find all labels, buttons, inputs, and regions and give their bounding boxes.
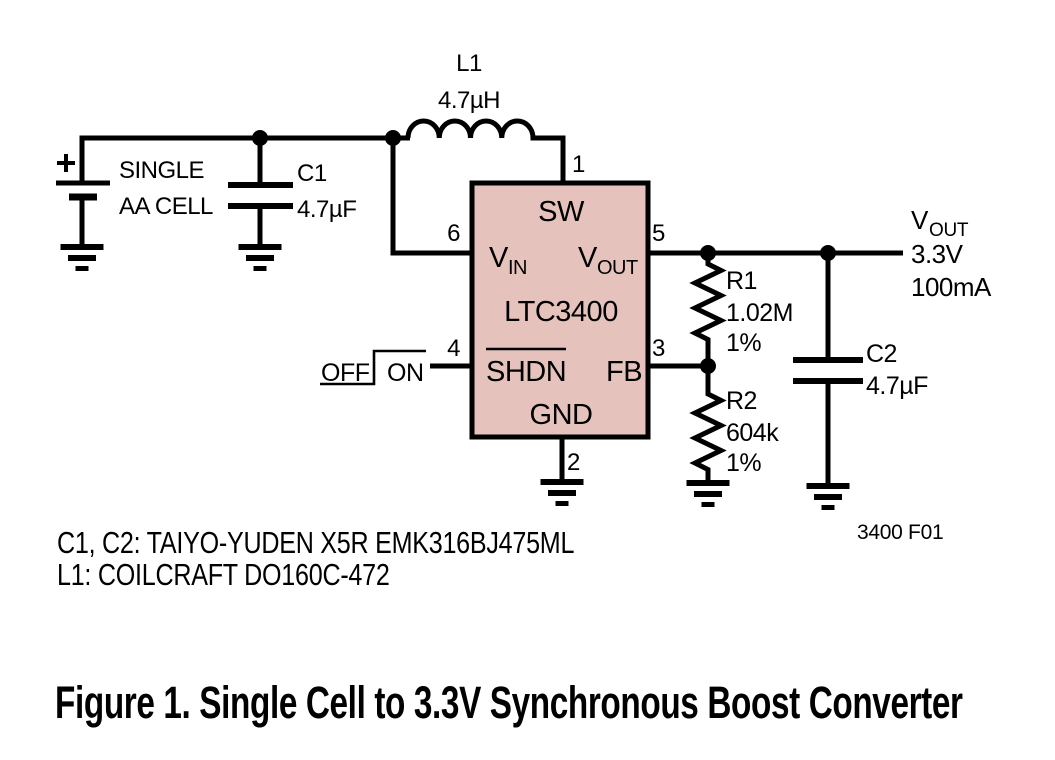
output-voltage-label: 3.3V — [911, 239, 964, 269]
pin-number-fb: 3 — [652, 335, 665, 362]
notes-line2: L1: COILCRAFT DO160C-472 — [57, 556, 390, 591]
junction-dot — [820, 245, 836, 261]
r1-ref-label: R1 — [726, 267, 757, 295]
output-current-label: 100mA — [911, 272, 992, 302]
ic-pin-label-sw: SW — [538, 196, 585, 228]
ground-symbol-battery — [61, 247, 104, 269]
c1-ref-label: C1 — [297, 160, 327, 187]
figure-caption: Figure 1. Single Cell to 3.3V Synchronou… — [55, 678, 963, 728]
ic-pin-label-vin-sub: IN — [508, 257, 527, 279]
r2-tolerance-label: 1% — [726, 449, 761, 477]
ground-symbol-ic-gnd — [541, 482, 584, 504]
l1-ref-label: L1 — [456, 50, 482, 77]
junction-dot — [252, 130, 268, 146]
pin-number-shdn: 4 — [447, 335, 460, 362]
output-vout-label: V — [911, 205, 929, 235]
ic-pin-label-gnd: GND — [530, 399, 593, 431]
ic-part-number: LTC3400 — [504, 296, 618, 328]
ground-symbol-c2 — [807, 486, 850, 508]
resistor-r1-symbol — [689, 253, 727, 366]
wire-battery-to-inductor — [79, 135, 410, 183]
r2-ref-label: R2 — [726, 387, 757, 415]
c2-ref-label: C2 — [866, 340, 897, 368]
shdn-on-label: ON — [387, 359, 424, 387]
ic-body — [469, 180, 651, 440]
c1-value-label: 4.7µF — [297, 196, 356, 223]
inductor-coil-symbol — [405, 118, 566, 186]
battery-symbol — [56, 154, 110, 244]
shdn-off-label: OFF — [321, 359, 370, 387]
pin-number-vout: 5 — [652, 220, 665, 247]
c2-value-label: 4.7µF — [866, 372, 928, 400]
ic-pin-label-shdn: SHDN — [486, 356, 566, 388]
battery-label-line1: SINGLE — [119, 157, 204, 184]
wire-vin-branch — [390, 138, 474, 256]
r2-value-label: 604k — [726, 419, 779, 447]
ic-pin-label-vout: V — [578, 242, 598, 274]
ground-symbol-r2 — [687, 483, 730, 505]
pin-number-vin: 6 — [447, 220, 460, 247]
pin-number-gnd: 2 — [567, 449, 580, 476]
r1-value-label: 1.02M — [726, 299, 793, 327]
ic-pin-label-vout-sub: OUT — [597, 257, 638, 279]
wires — [79, 118, 903, 480]
capacitor-c2-symbol — [793, 253, 863, 483]
pin-number-sw: 1 — [572, 151, 585, 178]
ic-pin-label-vin: V — [489, 242, 509, 274]
ic-pin-label-fb: FB — [606, 356, 642, 388]
l1-value-label: 4.7µH — [438, 87, 500, 114]
junction-dot — [700, 358, 716, 374]
junction-dot — [385, 130, 401, 146]
figure-id: 3400 F01 — [857, 521, 943, 544]
output-vout-label-sub: OUT — [929, 220, 969, 241]
on-off-waveform — [320, 349, 426, 386]
battery-label-line2: AA CELL — [119, 193, 213, 220]
r1-tolerance-label: 1% — [726, 329, 761, 357]
waveform-step — [320, 349, 426, 386]
ground-symbol-c1 — [239, 247, 282, 269]
notes-line1: C1, C2: TAIYO-YUDEN X5R EMK316BJ475ML — [57, 524, 574, 559]
capacitor-c1-symbol — [228, 138, 293, 244]
resistor-r2-symbol — [689, 366, 727, 480]
junction-dot — [700, 245, 716, 261]
